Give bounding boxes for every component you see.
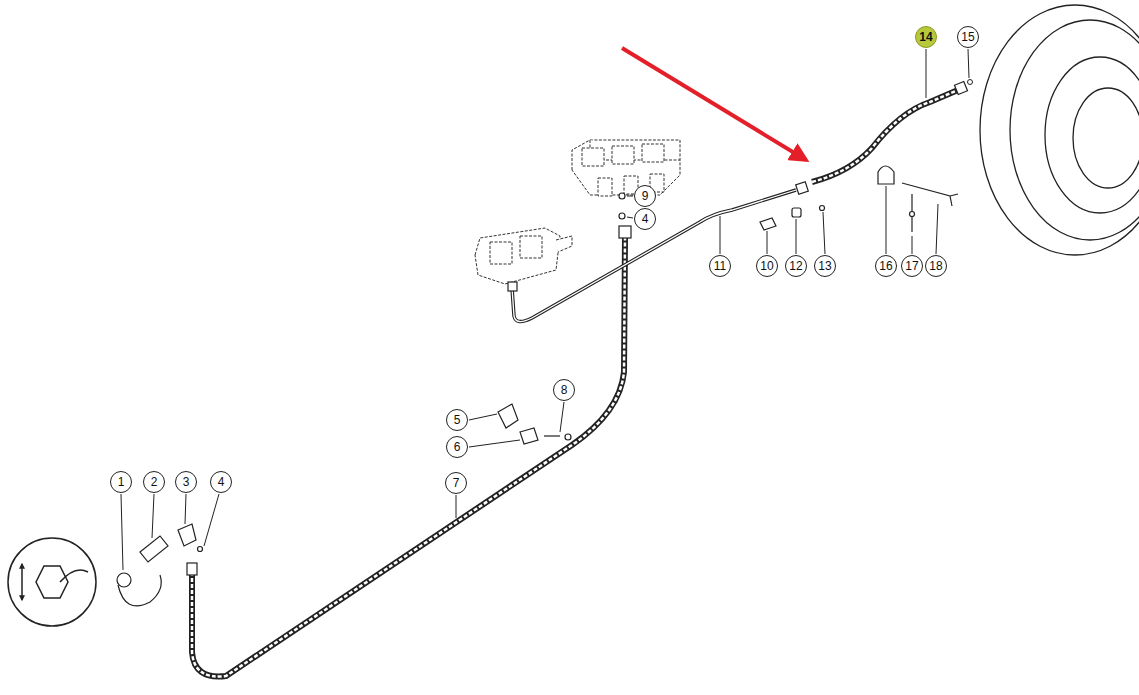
valve-block [572,140,680,195]
callout-number: 17 [901,255,923,277]
callout-number: 11 [709,255,731,277]
small-parts [619,213,625,219]
hose [954,81,967,94]
hydraulic-symbol [36,566,68,598]
hose [187,563,197,575]
callout-number: 7 [445,472,467,494]
small-parts [118,575,161,606]
small-parts [619,193,625,199]
leader-line [560,402,564,432]
small-parts [902,183,958,206]
callout-number: 4 [634,208,656,230]
callout-number: 10 [756,255,778,277]
pipe [508,182,808,322]
leader-line [456,495,457,518]
valve-block [612,146,634,164]
valve-spool [475,228,560,284]
valve-spool [475,228,572,284]
valve-spool [520,236,542,258]
small-parts [544,435,560,436]
callout-number: 5 [446,409,468,431]
tire [980,5,1139,255]
hose [187,226,631,677]
leader-line [469,414,497,420]
leader-line [823,212,825,254]
leader-line [204,494,219,546]
leader-line [936,204,938,254]
hydraulic-symbol [60,570,88,582]
callout-number: 14 [915,26,937,48]
callout-number: 3 [175,471,197,493]
small-parts [878,166,894,184]
tire [1045,57,1139,213]
callout-number: 16 [875,255,897,277]
leader-line [152,494,154,538]
pointer-arrow [622,48,806,160]
small-parts [520,428,538,444]
valve-spool [490,242,512,264]
pipe [796,182,809,195]
hydraulic-symbol [8,538,96,626]
callout-number: 2 [143,471,165,493]
hydraulic-symbol [21,582,23,600]
callout-number: 13 [814,255,836,277]
pipe [508,282,517,291]
pipe [512,190,796,322]
leader-line [912,236,913,254]
small-parts [820,206,825,211]
small-parts [117,573,131,587]
leader-line [767,231,768,254]
tire [980,5,1139,255]
pipe [512,190,796,322]
hose [619,226,631,238]
small-parts [792,208,801,217]
valve-spool [556,236,572,252]
hydraulic-symbol [8,538,96,626]
leader-line [720,216,721,254]
leader-line [121,49,969,570]
small-parts [117,166,958,606]
small-parts [198,547,203,552]
valve-block [642,144,664,162]
small-parts [565,434,571,440]
small-parts [178,524,196,546]
callout-number: 12 [785,255,807,277]
leader-line [926,49,927,98]
tire [1073,88,1139,188]
leader-line [886,186,887,254]
tire [1010,20,1139,240]
callout-number: 9 [634,185,656,207]
small-parts [140,536,168,562]
leader-line [469,440,520,447]
leader-line [968,49,969,78]
small-parts [910,212,915,217]
callout-number: 18 [925,255,947,277]
callout-number: 4 [210,471,232,493]
leader-line [121,494,123,570]
small-parts [760,218,776,230]
leader-line [185,494,186,524]
valve-block [572,140,680,196]
hydraulic-symbol [21,564,23,582]
hose [968,80,973,85]
callout-number: 8 [553,379,575,401]
valve-block [582,148,604,166]
small-parts [498,404,518,428]
leader-line [796,219,797,254]
leader-line [627,217,633,218]
hose [812,80,973,183]
callout-number: 1 [110,471,132,493]
leader-line [627,196,633,197]
valve-block [598,178,612,196]
callout-number: 15 [957,26,979,48]
callout-number: 6 [446,436,468,458]
pointer-arrow [622,48,806,160]
